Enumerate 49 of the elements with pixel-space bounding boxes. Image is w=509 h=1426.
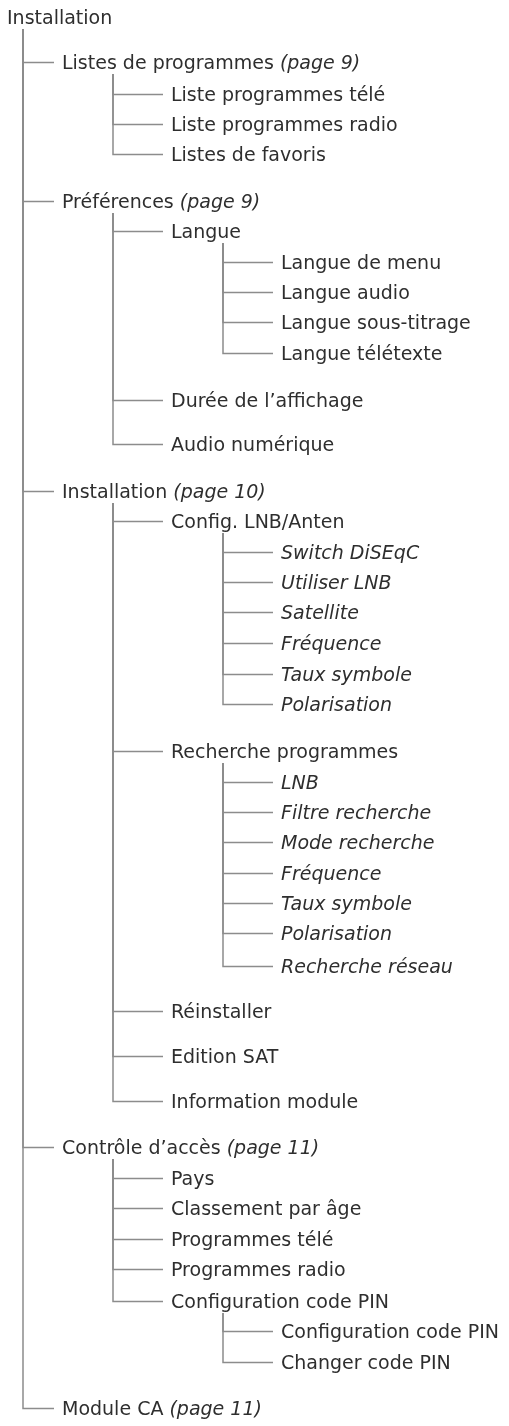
- menu-item: Liste programmes télé: [163, 83, 386, 106]
- menu-item: Switch DiSEqC: [273, 541, 420, 564]
- menu-item: Classement par âge: [163, 1197, 362, 1220]
- menu-item: Edition SAT: [163, 1045, 279, 1068]
- menu-item: Langue de menu: [273, 251, 442, 274]
- menu-item: Durée de l’affichage: [163, 389, 364, 412]
- tree-connector: [222, 242, 274, 355]
- menu-item: Programmes radio: [163, 1258, 346, 1281]
- menu-item: Utiliser LNB: [273, 571, 392, 594]
- tree-connector: [222, 532, 274, 706]
- menu-item: Satellite: [273, 601, 359, 624]
- tree-connector: [222, 762, 274, 968]
- menu-item: Module CA (page 11): [54, 1397, 262, 1420]
- menu-item: Langue audio: [273, 281, 410, 304]
- tree-connector: [222, 1312, 274, 1364]
- menu-item: LNB: [273, 771, 319, 794]
- menu-item: Audio numérique: [163, 433, 335, 456]
- menu-item: Fréquence: [273, 632, 382, 655]
- menu-item: Mode recherche: [273, 831, 435, 854]
- menu-item: Contrôle d’accès (page 11): [54, 1136, 320, 1159]
- menu-item: Préférences (page 9): [54, 190, 261, 213]
- tree-connector: [112, 212, 164, 446]
- menu-item: Langue sous-titrage: [273, 311, 471, 334]
- menu-item: Liste programmes radio: [163, 113, 398, 136]
- menu-item: Config. LNB/Anten: [163, 510, 345, 533]
- menu-item: Langue télétexte: [273, 342, 443, 365]
- menu-item: Recherche programmes: [163, 740, 399, 763]
- menu-item: Changer code PIN: [273, 1351, 451, 1374]
- menu-item: Recherche réseau: [273, 955, 453, 978]
- menu-item: Filtre recherche: [273, 801, 432, 824]
- menu-item: Listes de programmes (page 9): [54, 51, 361, 74]
- menu-item: Réinstaller: [163, 1000, 272, 1023]
- menu-item: Taux symbole: [273, 663, 412, 686]
- menu-item: Fréquence: [273, 862, 382, 885]
- menu-item: Programmes télé: [163, 1228, 334, 1251]
- menu-item: Listes de favoris: [163, 143, 326, 166]
- tree-connector: [112, 1158, 164, 1303]
- menu-item: Taux symbole: [273, 892, 412, 915]
- menu-item: Polarisation: [273, 693, 393, 716]
- menu-item: Pays: [163, 1167, 215, 1190]
- menu-heading: Installation: [7, 6, 113, 29]
- menu-item: Configuration code PIN: [273, 1320, 500, 1343]
- tree-connector: [112, 73, 164, 156]
- menu-item: Installation (page 10): [54, 480, 266, 503]
- menu-item: Configuration code PIN: [163, 1290, 390, 1313]
- tree-connector: [22, 28, 55, 1410]
- menu-item: Information module: [163, 1090, 359, 1113]
- menu-item: Polarisation: [273, 922, 393, 945]
- menu-item: Langue: [163, 220, 242, 243]
